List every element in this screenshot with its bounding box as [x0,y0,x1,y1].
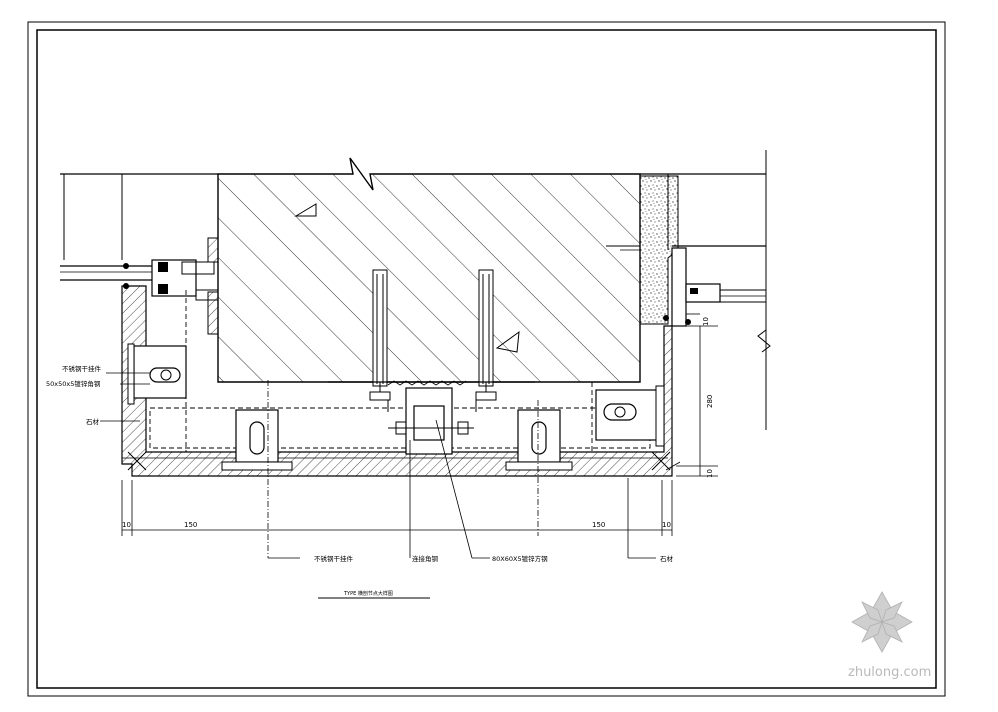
bottom-clips [221,409,573,471]
sheet-frame [27,21,946,697]
drawing-caption: TYPE 横剖节点大样图 [343,590,393,597]
label-bottom-stone: 石材 [660,554,674,563]
dim-right-150: 150 [592,521,605,529]
leader-lines [100,372,656,599]
dimension-lines [121,313,718,558]
label-left-stainless-clip: 不锈钢干挂件 [62,364,102,373]
dim-left-150: 150 [184,521,197,529]
center-connector [387,387,477,455]
dim-vertical-280: 280 [706,395,714,408]
label-square-tube: 80X60X5镀锌方钢 [492,554,548,563]
label-left-angle-steel: 50x50x5镀锌角钢 [46,379,101,388]
right-stone-bracket [595,385,665,447]
dim-vertical-10-bottom: 10 [706,469,714,478]
zhulong-logo [851,591,913,653]
left-glazing-frame [60,174,219,335]
dim-vertical-10-top: 10 [702,317,710,326]
label-left-stone: 石材 [86,417,100,426]
right-window-frame [606,150,771,430]
label-connecting-angle: 连接角钢 [412,554,439,563]
dim-right-10: 10 [662,521,671,529]
left-stone-bracket [127,343,187,405]
label-bottom-stainless-clip: 不锈钢干挂件 [314,554,354,563]
anchor-bolts [328,269,535,401]
watermark-text: zhulong.com [848,665,931,680]
dim-left-10: 10 [122,521,131,529]
